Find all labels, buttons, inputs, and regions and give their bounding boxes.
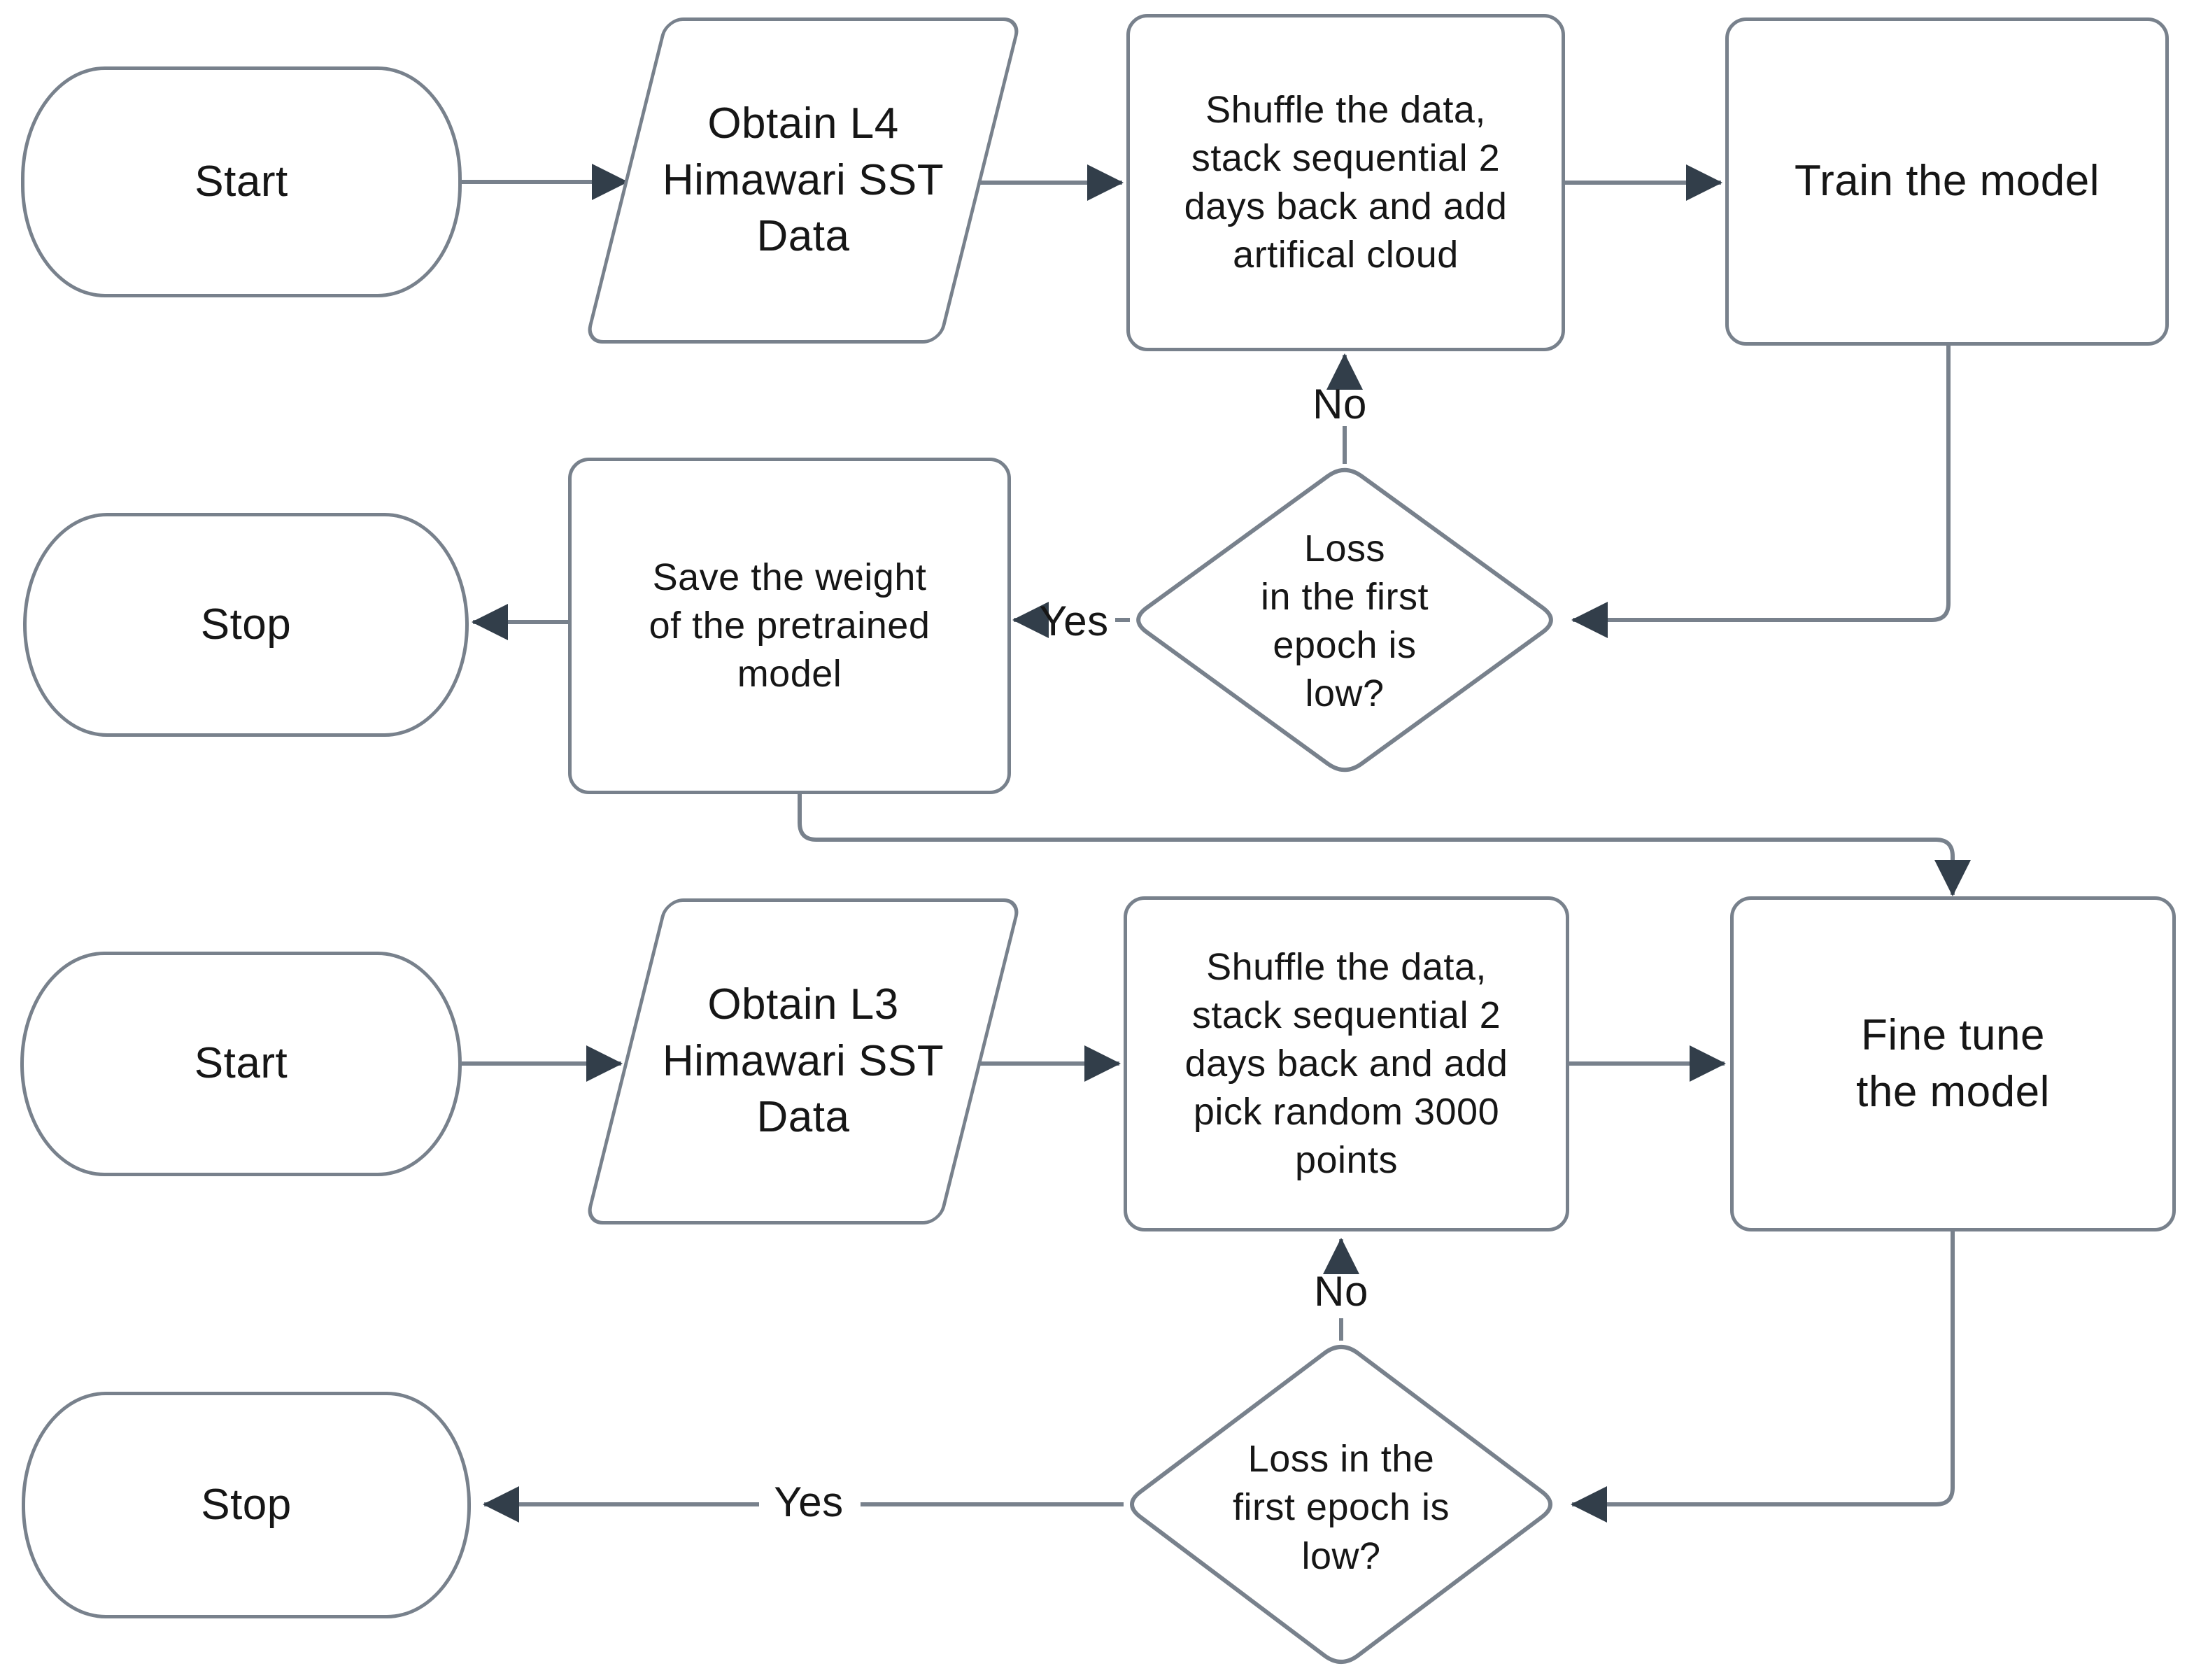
start-terminator-1: Start: [21, 66, 462, 297]
save-weights-box: Save the weight of the pretrained model: [568, 458, 1011, 794]
start-terminator-2: Start: [20, 952, 462, 1176]
decision2-diamond: [1130, 1345, 1552, 1664]
edge-finetune-to-decision2: [1571, 1231, 1955, 1523]
stop-terminator-1: Stop: [23, 513, 469, 737]
shuffle-sample-box-2: Shuffle the data, stack sequential 2 day…: [1124, 896, 1569, 1231]
edge-train-to-decision1: [1571, 346, 1951, 638]
decision1-diamond: [1136, 467, 1553, 772]
edge-save-to-finetune: [798, 794, 1971, 896]
shuffle-augment-box-1: Shuffle the data, stack sequential 2 day…: [1126, 14, 1565, 351]
finetune-model-box: Fine tune the model: [1730, 896, 2176, 1231]
stop-terminator-2: Stop: [22, 1392, 471, 1618]
train-model-box: Train the model: [1725, 17, 2169, 346]
